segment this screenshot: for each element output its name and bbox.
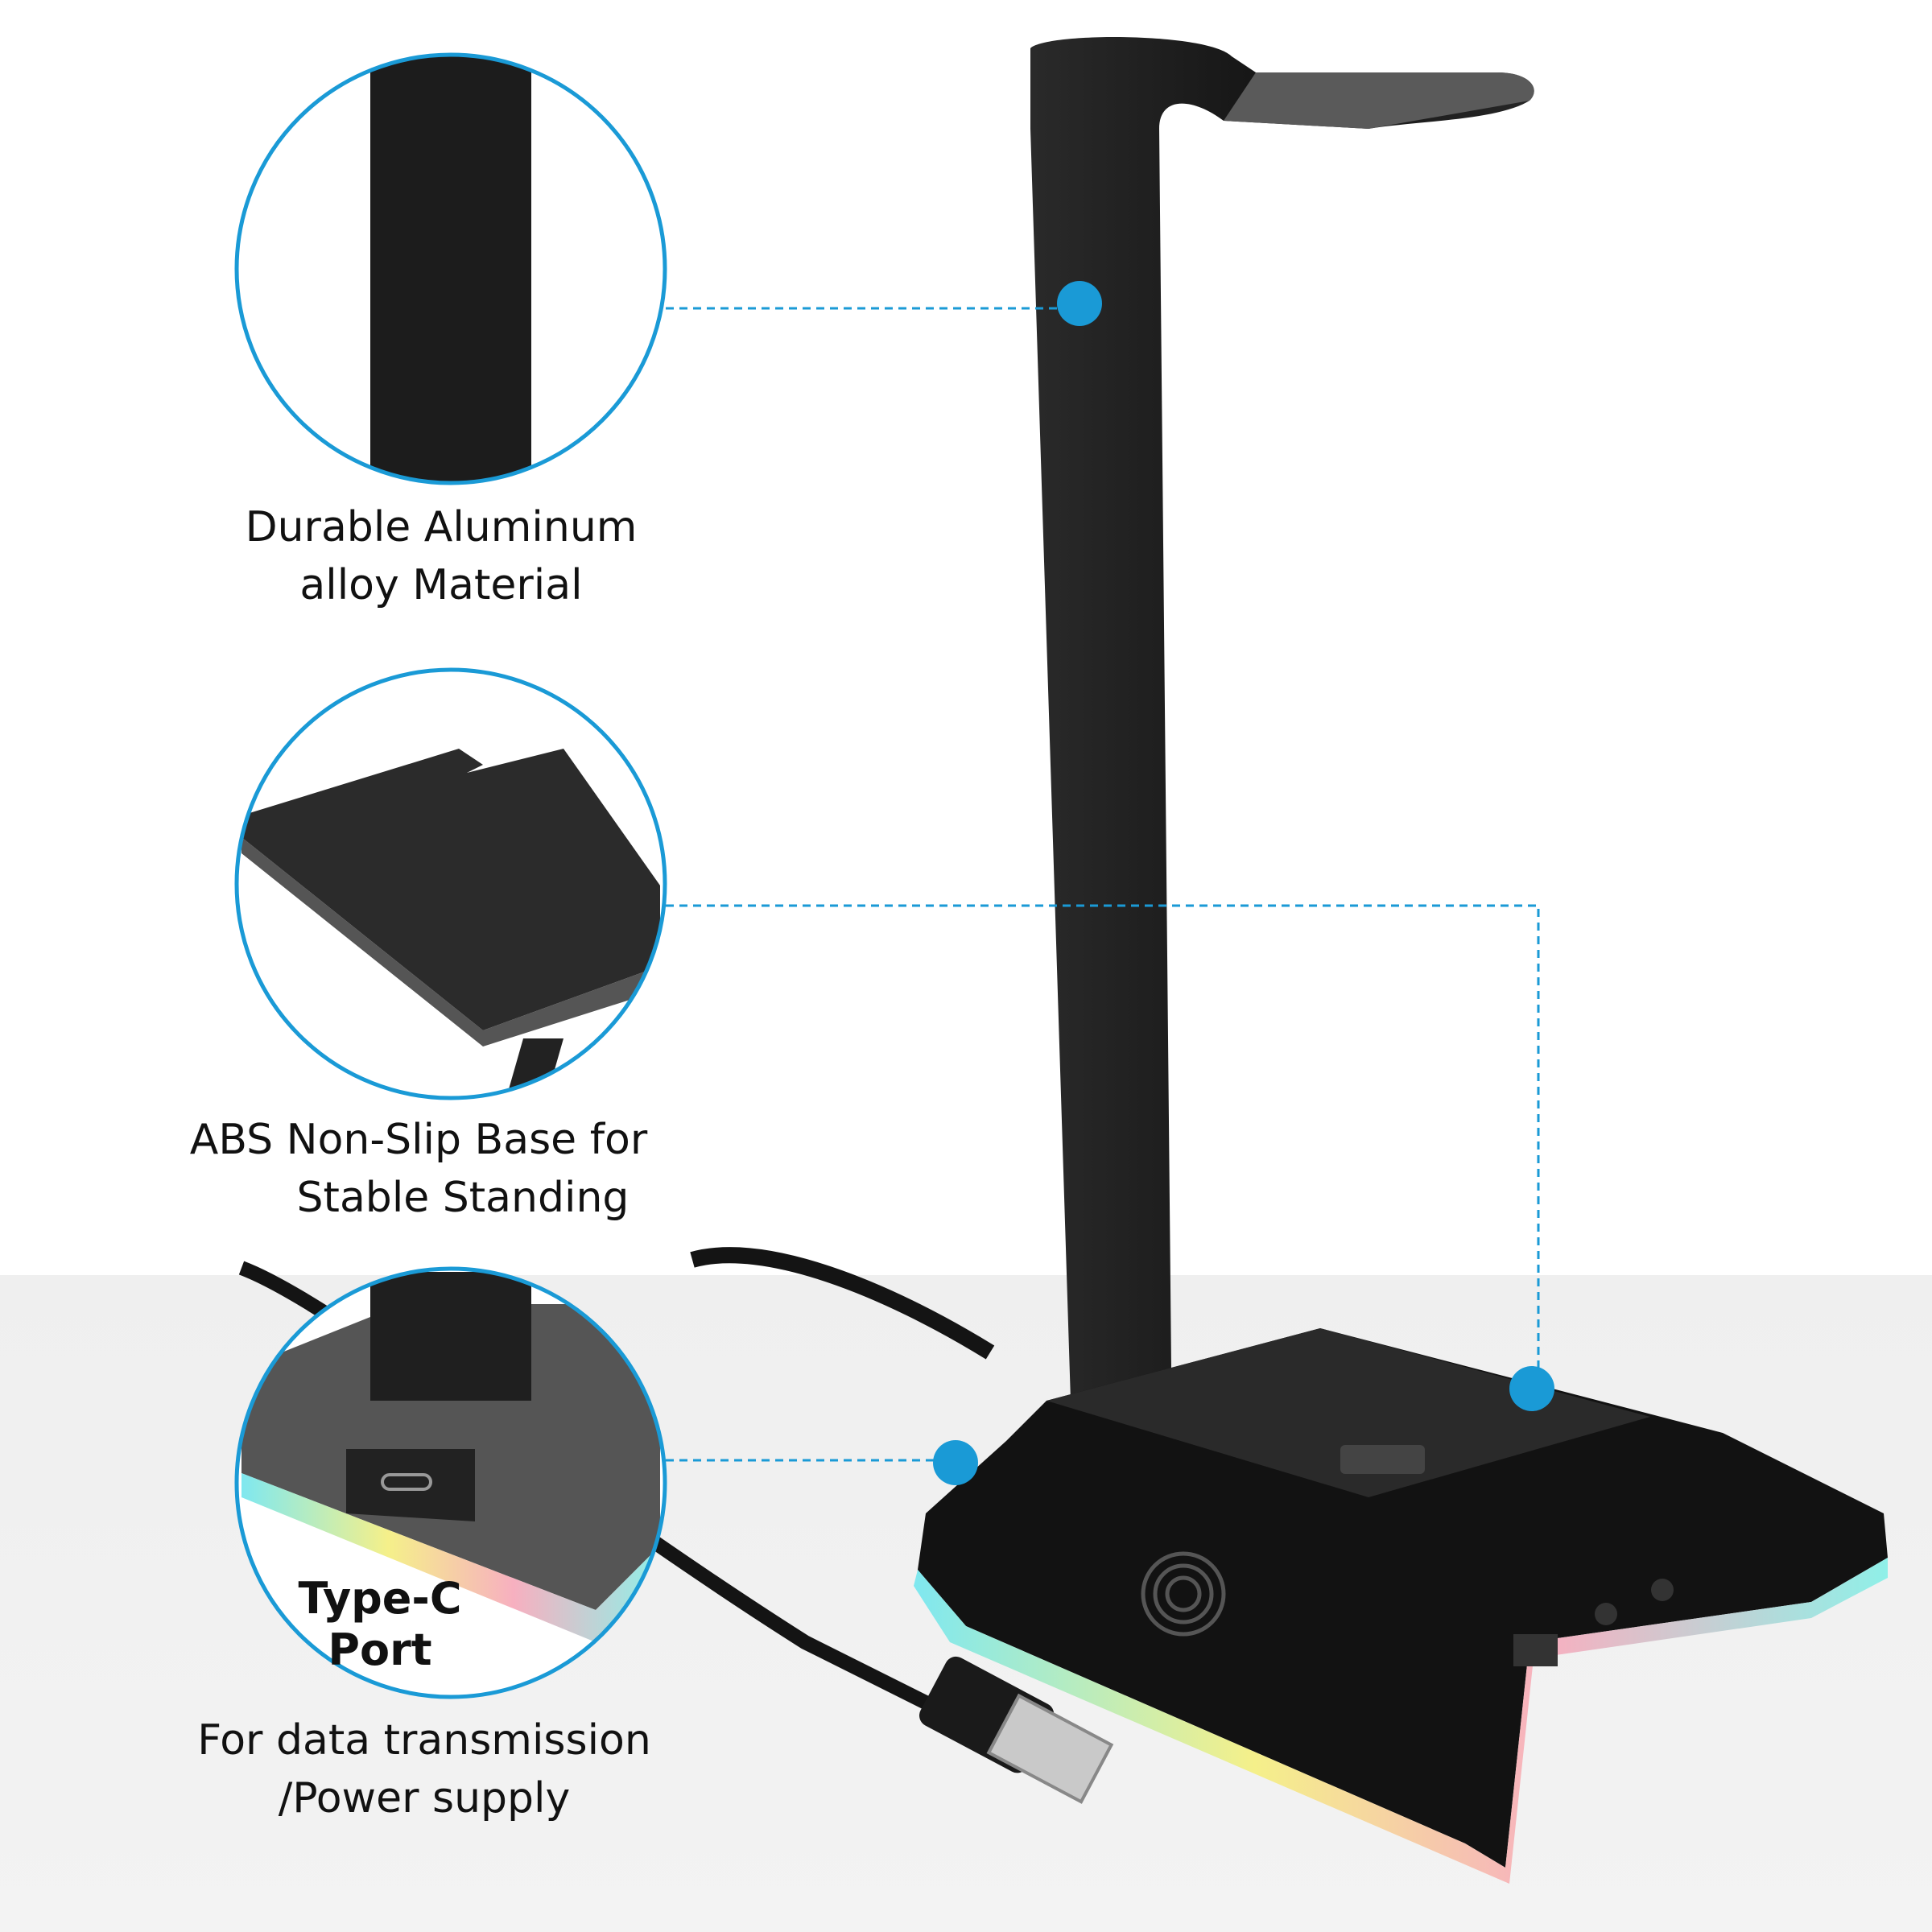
caption-line: alloy Material (299, 561, 583, 609)
callout-dot-port (933, 1440, 978, 1485)
caption-line: ABS Non-Slip Base for (189, 1116, 648, 1164)
headphone-jack-icon (1595, 1603, 1617, 1625)
microphone-jack-icon (1651, 1579, 1674, 1601)
usb-port-icon (1340, 1445, 1425, 1474)
detail-circle-material (234, 52, 667, 485)
usb-a-plug (919, 1656, 1114, 1804)
stand (914, 37, 1888, 1884)
rear-cable (690, 1247, 995, 1360)
caption-material: Durable Aluminum alloy Material (246, 498, 638, 614)
usb-port-icon (1513, 1634, 1558, 1666)
fingerprint-icon (1141, 1551, 1226, 1637)
usb-c-port-icon (381, 1473, 432, 1491)
caption-line: Port (328, 1624, 432, 1675)
caption-port: For data transmission /Power supply (197, 1711, 651, 1827)
caption-line: Stable Standing (296, 1174, 630, 1222)
caption-line: /Power supply (278, 1774, 571, 1823)
caption-line: For data transmission (197, 1716, 651, 1765)
callout-line-base (666, 904, 1540, 1381)
caption-line: Durable Aluminum (245, 503, 638, 551)
caption-base: ABS Non-Slip Base for Stable Standing (190, 1111, 647, 1227)
type-c-port-label: Type-C Port (299, 1573, 462, 1676)
detail-circle-base (234, 667, 667, 1100)
callout-dot-material (1057, 281, 1102, 326)
callout-dot-base (1509, 1366, 1554, 1411)
detail-circle-port (234, 1266, 667, 1699)
caption-line: Type-C (298, 1573, 462, 1624)
